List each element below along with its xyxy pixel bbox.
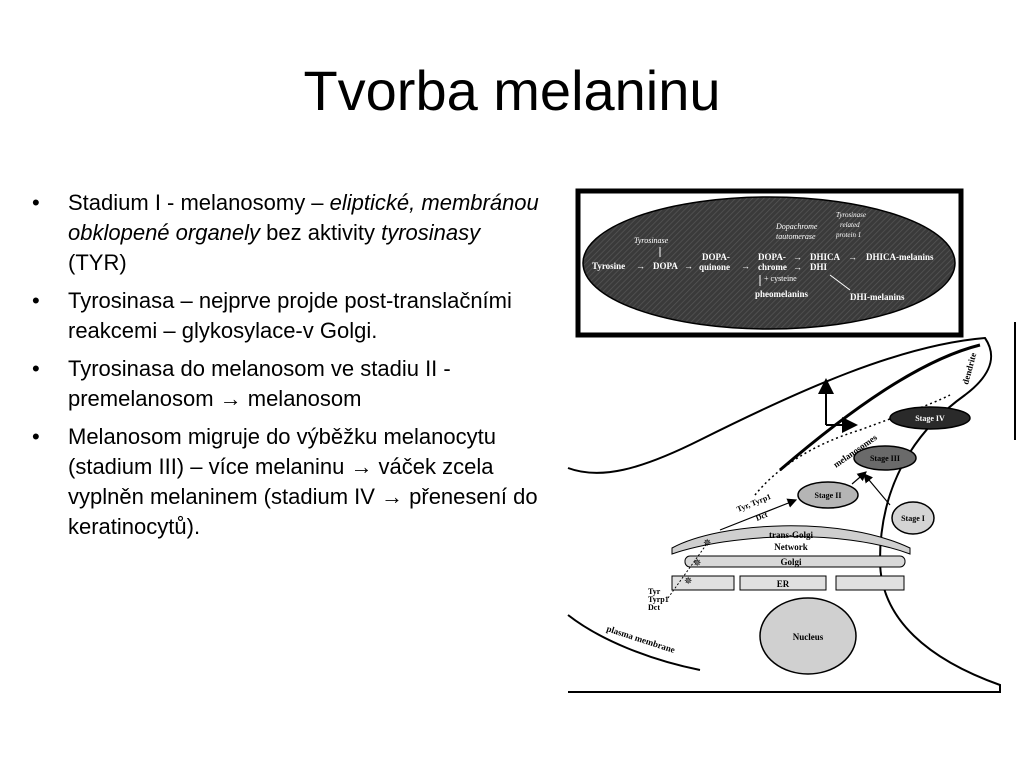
network-label: Network bbox=[774, 542, 808, 552]
pheomelanins-label: pheomelanins bbox=[755, 289, 809, 299]
er-segment bbox=[671, 575, 735, 591]
dhi-arrow bbox=[829, 274, 851, 291]
stage4-label: Stage IV bbox=[915, 414, 945, 423]
trans-golgi-label: trans-Golgi bbox=[769, 530, 813, 540]
nucleus bbox=[759, 597, 857, 675]
bullet-marker: • bbox=[32, 424, 40, 449]
stage2-melanosome bbox=[797, 481, 859, 509]
tyrp1-er-label: Tyrp1 bbox=[648, 595, 669, 604]
trp1-enzyme-label: protein 1 bbox=[835, 231, 861, 239]
nucleus-label: Nucleus bbox=[793, 632, 824, 642]
arrow: → bbox=[793, 252, 802, 262]
stage1-melanosome bbox=[891, 501, 935, 535]
arrow: → bbox=[741, 261, 750, 271]
vesicle-star: ✵ bbox=[703, 538, 711, 549]
dct-label: Dct bbox=[754, 510, 769, 523]
dopaquinone-label: DOPA- bbox=[702, 252, 730, 262]
bullet-marker: • bbox=[32, 356, 40, 381]
trans-golgi-network bbox=[671, 525, 911, 555]
vesicle-star: ✵ bbox=[693, 558, 701, 569]
bullet-list: • Stadium I - melanosomy – eliptické, mem… bbox=[30, 188, 540, 550]
melanocyte-diagram: dendrite melanosomes Stage IV Stage III … bbox=[567, 322, 1018, 693]
vesicle-trafficking bbox=[667, 544, 707, 599]
tyrosinase-enzyme-label: Tyrosinase bbox=[634, 236, 669, 245]
bullet-text-italic: eliptické, membránou obklopené organely bbox=[68, 190, 539, 245]
golgi-cisterna bbox=[684, 555, 906, 568]
bullet-marker: • bbox=[32, 288, 40, 313]
bullet-text: Tyrosinasa do melanosom ve stadiu II - p… bbox=[68, 356, 451, 411]
trp1-enzyme-label: Tyrosinase bbox=[836, 211, 866, 219]
er-segment bbox=[739, 575, 827, 591]
plasma-membrane-outline bbox=[567, 336, 1001, 693]
stage3-melanosome bbox=[853, 445, 917, 471]
bullet-text: Melanosom migruje do výběžku melanocytu … bbox=[68, 424, 538, 539]
dopachrome-label: chrome bbox=[758, 262, 787, 272]
golgi-label: Golgi bbox=[780, 557, 802, 567]
er-label: ER bbox=[777, 579, 790, 589]
cysteine-label: + cysteine bbox=[764, 274, 797, 283]
pathway-diagram: Tyrosinase Dopachrome tautomerase Tyrosi… bbox=[575, 188, 964, 338]
bullet-marker: • bbox=[32, 190, 40, 215]
bullet-text-italic: tyrosinasy bbox=[381, 220, 481, 245]
bullet-item: • Melanosom migruje do výběžku melanocytu… bbox=[30, 422, 540, 542]
dopa-label: DOPA bbox=[653, 261, 678, 271]
bullet-item: • Stadium I - melanosomy – eliptické, mem… bbox=[30, 188, 540, 278]
bullet-text-part: bez aktivity bbox=[260, 220, 382, 245]
bullet-item: • Tyrosinasa – nejprve projde post-transl… bbox=[30, 286, 540, 346]
dhica-melanins-label: DHICA-melanins bbox=[866, 252, 934, 262]
trp1-enzyme-label: related bbox=[840, 221, 860, 229]
tyr-er-label: Tyr bbox=[648, 587, 661, 596]
pathway-ellipse bbox=[582, 196, 956, 330]
stage2-to-3-arrow bbox=[851, 471, 867, 485]
tyrosine-label: Tyrosine bbox=[592, 261, 625, 271]
golgi-to-stage2-arrow bbox=[719, 498, 798, 531]
dendrite-inner-membrane bbox=[779, 343, 981, 472]
stage1-to-3-arrow bbox=[863, 473, 891, 506]
dct-enzyme-label: Dopachrome bbox=[775, 222, 818, 231]
vesicle-star: ✵ bbox=[684, 576, 692, 587]
stage1-label: Stage I bbox=[901, 514, 925, 523]
stage3-label: Stage III bbox=[870, 454, 900, 463]
dct-enzyme-label: tautomerase bbox=[776, 232, 816, 241]
stage2-label: Stage II bbox=[815, 491, 842, 500]
bullet-text-part: (TYR) bbox=[68, 250, 127, 275]
slide-title: Tvorba melaninu bbox=[303, 59, 721, 122]
melanosome-path bbox=[754, 394, 951, 496]
arrow: → bbox=[684, 261, 693, 271]
dhica-label: DHICA bbox=[810, 252, 841, 262]
bullet-text: Tyrosinasa – nejprve projde post-transla… bbox=[68, 288, 512, 343]
arrow: → bbox=[636, 261, 645, 271]
bullet-text-part: Stadium I - melanosomy – bbox=[68, 190, 330, 215]
stage4-melanosome bbox=[889, 406, 971, 430]
dct-er-label: Dct bbox=[648, 603, 660, 612]
bullet-text: Stadium I - melanosomy – eliptické, memb… bbox=[68, 190, 539, 275]
dhi-label: DHI bbox=[810, 262, 828, 272]
plasma-membrane-lower bbox=[567, 614, 701, 671]
arrow: → bbox=[848, 252, 857, 262]
bullet-item: • Tyrosinasa do melanosom ve stadiu II - … bbox=[30, 354, 540, 414]
arrow: → bbox=[793, 262, 802, 272]
dopaquinone-label: quinone bbox=[699, 262, 730, 272]
dopachrome-label: DOPA- bbox=[758, 252, 786, 262]
dhi-melanins-label: DHI-melanins bbox=[850, 292, 905, 302]
er-segment bbox=[835, 575, 905, 591]
